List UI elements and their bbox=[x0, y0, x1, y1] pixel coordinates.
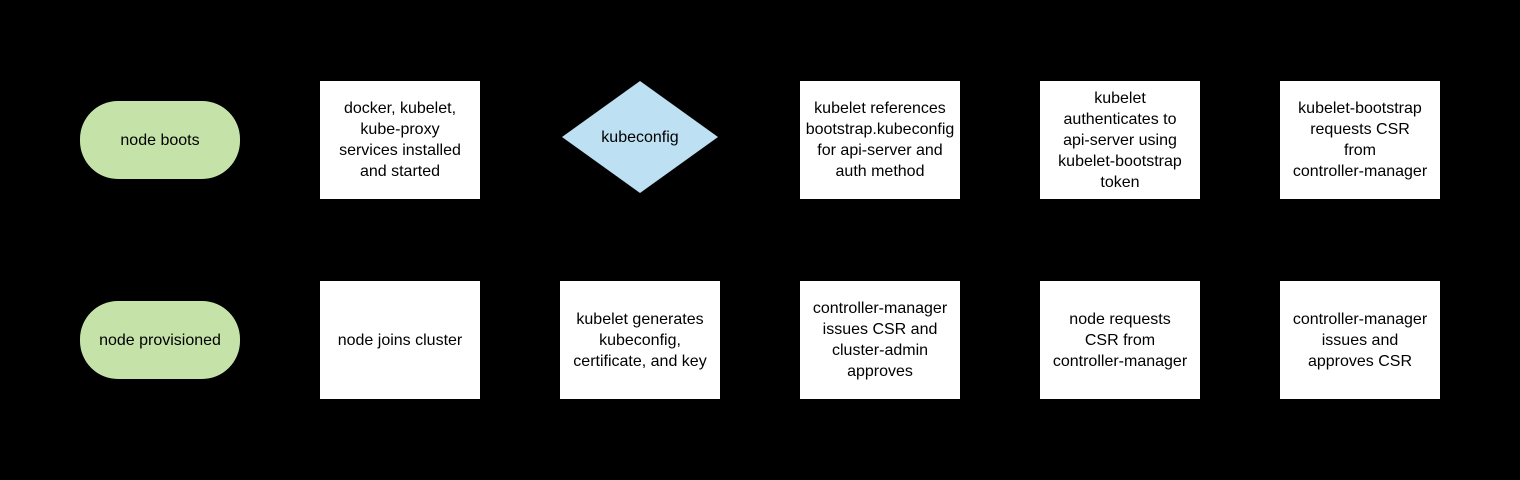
process-node-joins-cluster-label: node joins cluster bbox=[337, 331, 463, 349]
process-kubelet-generates-kubeconfig: kubelet generates kubeconfig, certificat… bbox=[560, 281, 720, 399]
terminator-node-provisioned: node provisioned bbox=[80, 301, 240, 379]
process-controller-manager-issues-approves-csr: controller-manager issues and approves C… bbox=[1280, 281, 1440, 399]
process-kubelet-bootstrap-requests-csr-label: kubelet-bootstrap requests CSR from cont… bbox=[1292, 100, 1428, 180]
process-node-joins-cluster: node joins cluster bbox=[320, 281, 480, 399]
terminator-node-boots-label: node boots bbox=[120, 131, 200, 149]
process-controller-manager-issues-approves-csr-label: controller-manager issues and approves C… bbox=[1292, 310, 1428, 370]
decision-kubeconfig: kubeconfig bbox=[562, 81, 718, 193]
process-kubelet-authenticates-label: kubelet authenticates to api-server usin… bbox=[1058, 89, 1182, 191]
process-kubelet-references-bootstrap-kubeconfig-label: kubelet references bootstrap.kubeconfig … bbox=[805, 100, 955, 180]
process-services-installed: docker, kubelet, kube-proxy services ins… bbox=[320, 81, 480, 199]
process-kubelet-generates-kubeconfig-label: kubelet generates kubeconfig, certificat… bbox=[573, 310, 707, 370]
terminator-node-boots: node boots bbox=[80, 101, 240, 179]
process-controller-manager-issues-csr-cluster-admin-approves: controller-manager issues CSR and cluste… bbox=[800, 281, 960, 399]
process-node-requests-csr-label: node requests CSR from controller-manage… bbox=[1052, 310, 1188, 370]
process-kubelet-authenticates: kubelet authenticates to api-server usin… bbox=[1040, 81, 1200, 199]
process-kubelet-bootstrap-requests-csr: kubelet-bootstrap requests CSR from cont… bbox=[1280, 81, 1440, 199]
terminator-node-provisioned-label: node provisioned bbox=[99, 331, 221, 349]
decision-kubeconfig-label: kubeconfig bbox=[601, 128, 679, 146]
process-controller-manager-issues-csr-cluster-admin-approves-label: controller-manager issues CSR and cluste… bbox=[812, 300, 948, 380]
process-node-requests-csr: node requests CSR from controller-manage… bbox=[1040, 281, 1200, 399]
process-kubelet-references-bootstrap-kubeconfig: kubelet references bootstrap.kubeconfig … bbox=[800, 81, 960, 199]
process-services-installed-label: docker, kubelet, kube-proxy services ins… bbox=[339, 100, 461, 180]
